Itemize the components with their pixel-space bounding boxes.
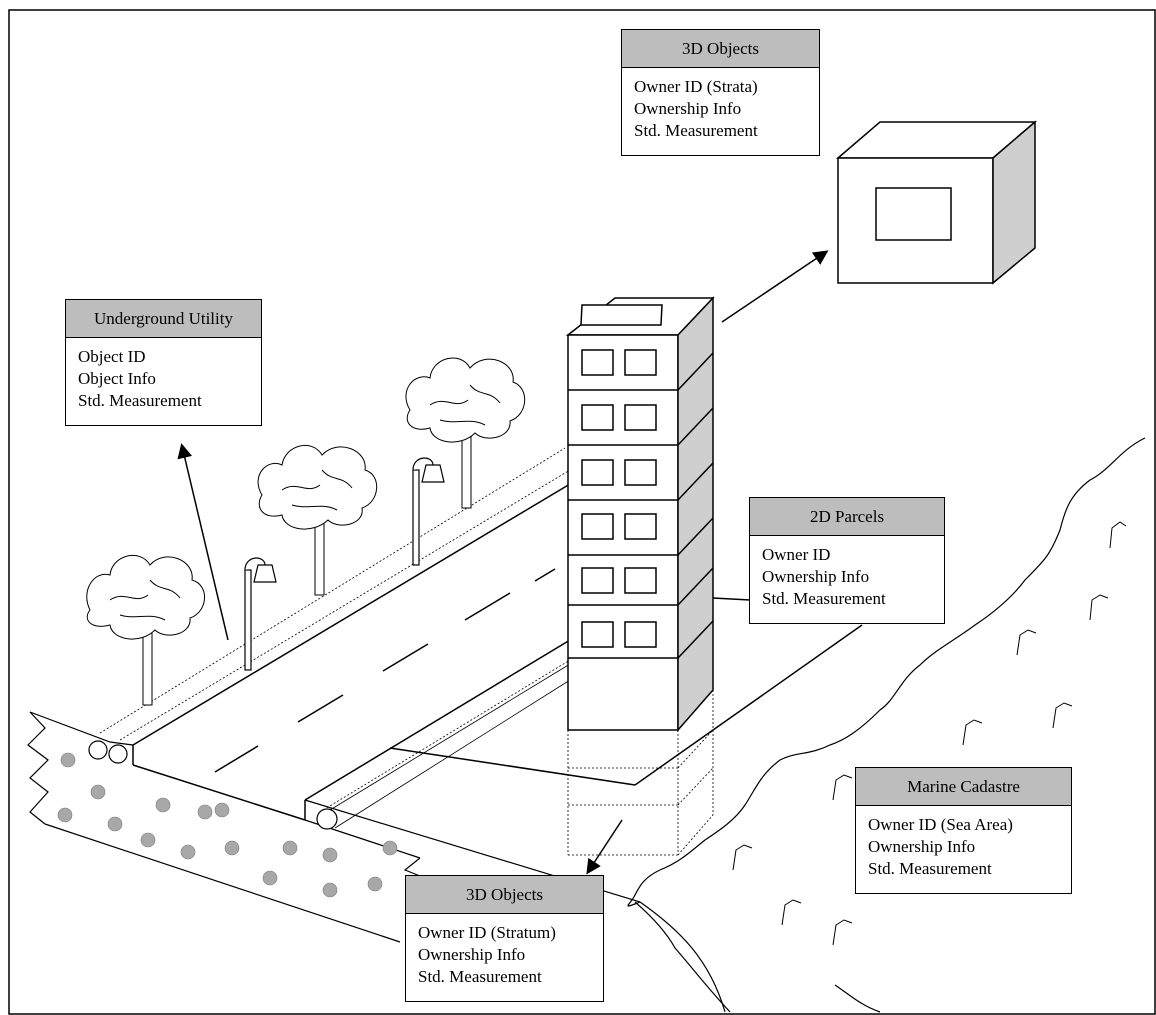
label-line: Owner ID (Sea Area) [868,815,1013,834]
label-top-3d-objects-title: 3D Objects [622,30,819,68]
diagram-frame [8,9,1156,1015]
label-bottom-3d-objects: 3D Objects Owner ID (Stratum) Ownership … [405,875,604,1002]
street-light-2 [412,457,445,566]
street-light-1 [244,557,277,671]
label-line: Owner ID (Stratum) [418,923,556,942]
label-line: Std. Measurement [78,391,202,410]
road-center-dashes [214,568,556,773]
label-line: Std. Measurement [634,121,758,140]
label-2d-parcels-title: 2D Parcels [750,498,944,536]
label-line: Std. Measurement [868,859,992,878]
label-marine-cadastre: Marine Cadastre Owner ID (Sea Area) Owne… [855,767,1072,894]
label-underground-utility: Underground Utility Object ID Object Inf… [65,299,262,426]
3d-object-cube [835,120,1038,285]
coastline [627,437,1146,1013]
arrow-to-cube [721,250,829,323]
arrow-to-bottom-3d-objects [586,819,623,875]
building-underground [567,690,714,856]
label-line: Ownership Info [418,945,526,964]
label-line: Object Info [78,369,156,388]
label-line: Ownership Info [868,837,976,856]
label-bottom-3d-objects-title: 3D Objects [406,876,603,914]
label-line: Ownership Info [634,99,742,118]
label-line: Object ID [78,347,146,366]
label-line: Owner ID (Strata) [634,77,758,96]
road [99,447,571,821]
arrow-to-underground-utility [177,443,229,641]
pipes [88,663,571,830]
label-marine-cadastre-title: Marine Cadastre [856,768,1071,806]
building-windows [581,349,657,648]
tree-2 [257,445,378,596]
label-underground-utility-title: Underground Utility [66,300,261,338]
soil-stars [57,752,398,898]
tree-3 [405,357,526,509]
callout-arrows [177,250,829,875]
parcel-outline [389,597,863,786]
label-2d-parcels: 2D Parcels Owner ID Ownership Info Std. … [749,497,945,624]
label-line: Ownership Info [762,567,870,586]
label-top-3d-objects: 3D Objects Owner ID (Strata) Ownership I… [621,29,820,156]
tree-1 [86,555,205,706]
label-line: Std. Measurement [762,589,886,608]
label-line: Std. Measurement [418,967,542,986]
label-line: Owner ID [762,545,831,564]
